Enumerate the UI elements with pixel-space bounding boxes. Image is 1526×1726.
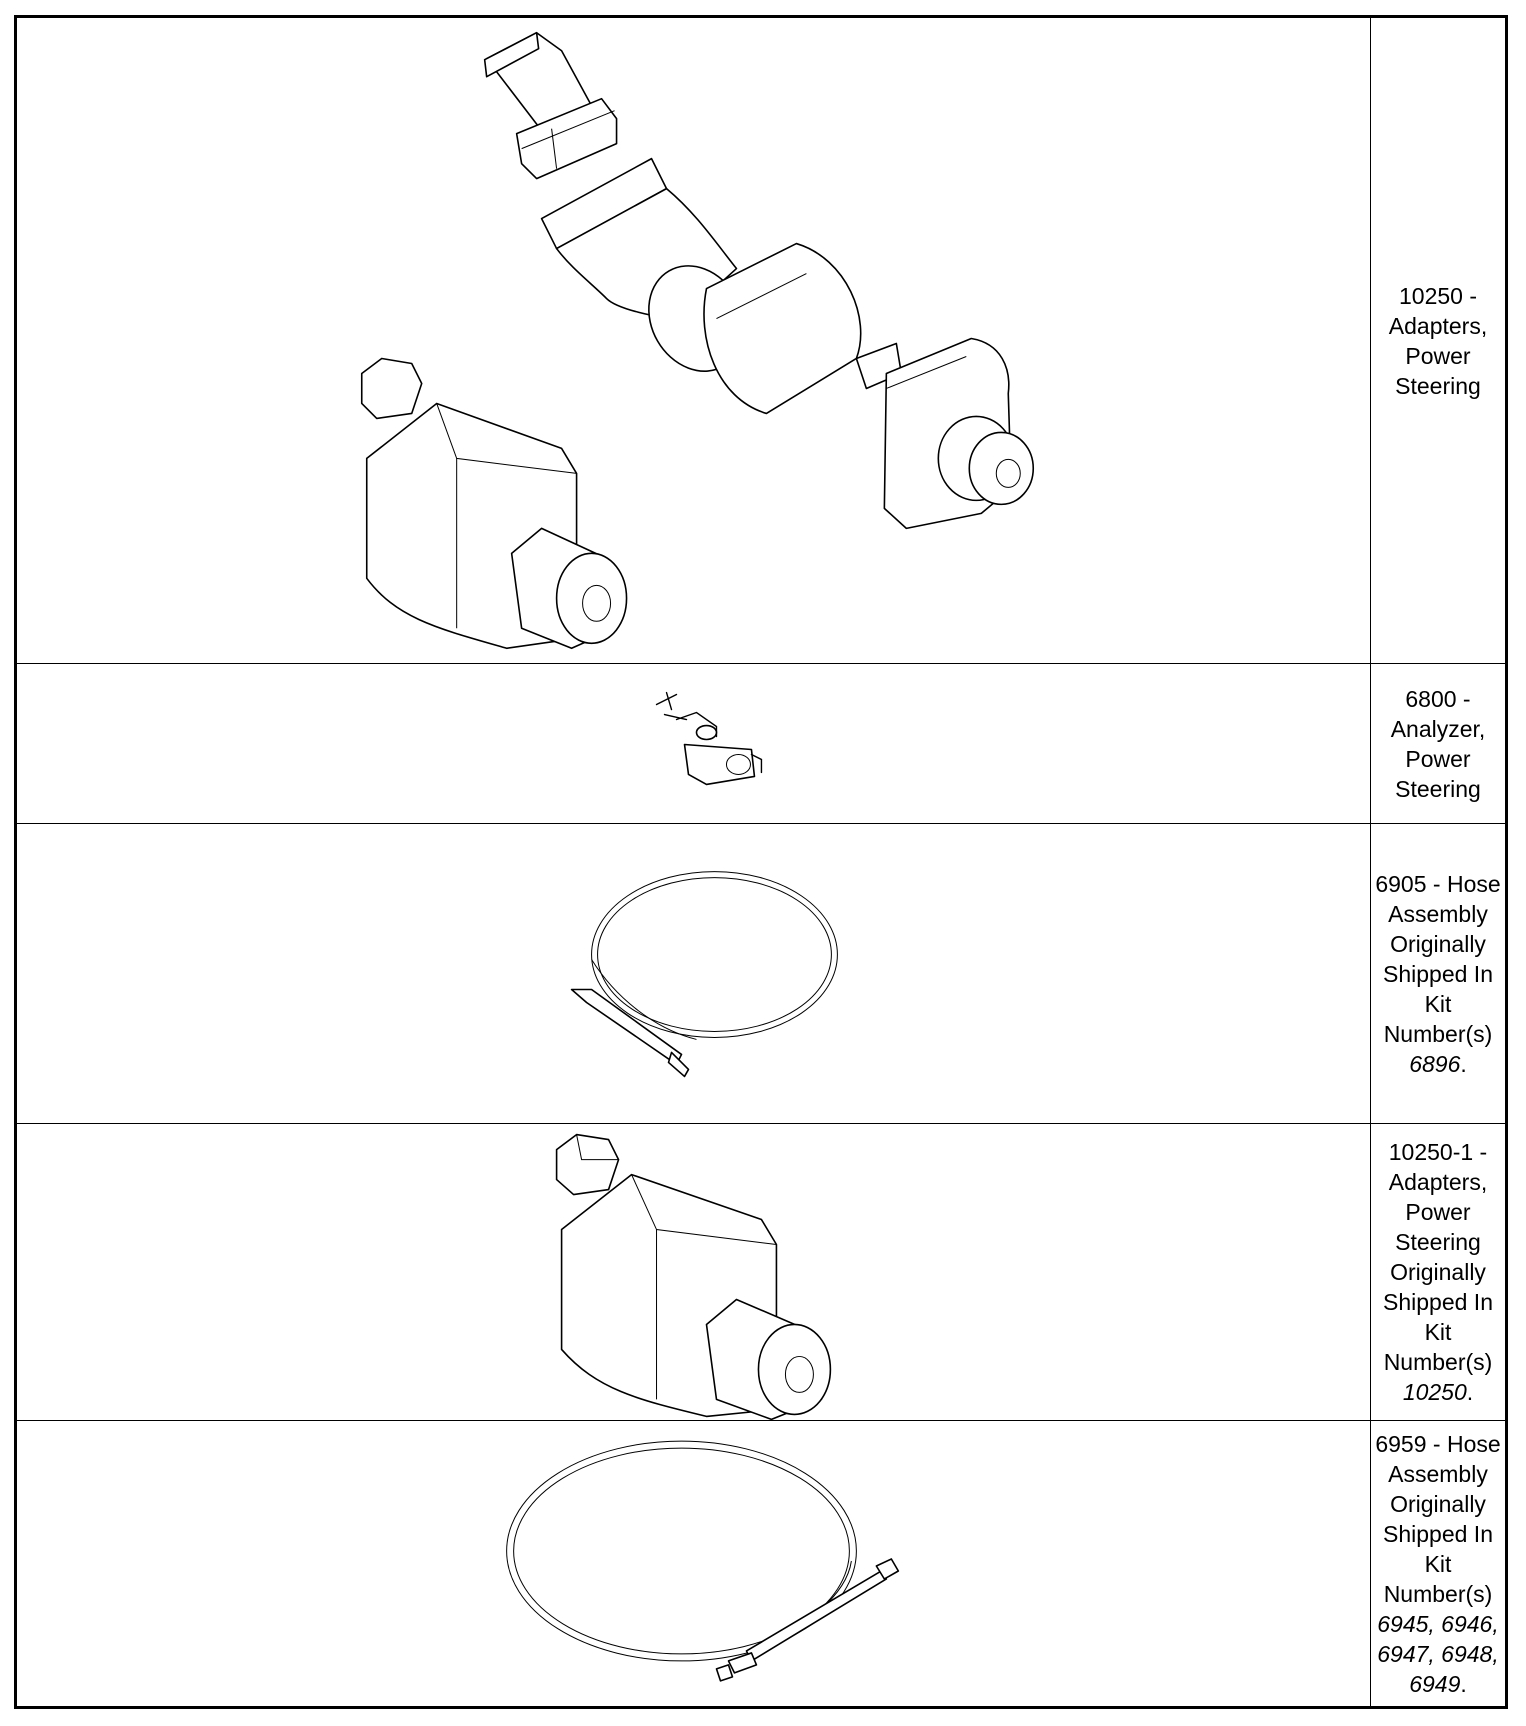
tool-name: Hose Assembly — [1388, 1430, 1501, 1487]
tool-label-cell: 10250 - Adapters, Power Steering — [1371, 18, 1505, 663]
tool-number: 6959 — [1375, 1430, 1427, 1457]
tool-name: Adapters, Power Steering — [1388, 312, 1488, 399]
tool-label-cell: 10250-1 - Adapters, Power Steering Origi… — [1371, 1124, 1505, 1420]
tool-image-cell — [17, 824, 1371, 1123]
label-separator: - — [1426, 870, 1447, 897]
tool-image-cell — [17, 1124, 1371, 1420]
tool-image-cell — [17, 1421, 1371, 1706]
tool-number: 10250 — [1398, 282, 1463, 309]
label-separator: - — [1456, 685, 1471, 712]
tool-name: Analyzer, Power Steering — [1390, 715, 1486, 802]
tool-label-cell: 6905 - Hose Assembly Originally Shipped … — [1371, 824, 1505, 1123]
kits-terminator: . — [1466, 1379, 1474, 1405]
tool-number: 6800 — [1405, 685, 1457, 712]
tool-label: 10250 - Adapters, Power Steering — [1375, 281, 1501, 401]
tool-number: 10250-1 — [1388, 1139, 1474, 1165]
kit-numbers: 6896 — [1409, 1050, 1461, 1077]
kits-terminator: . — [1460, 1050, 1467, 1077]
tool-image-cell — [17, 664, 1371, 823]
tool-image-cell — [17, 18, 1371, 663]
tool-row: 6905 - Hose Assembly Originally Shipped … — [17, 824, 1505, 1124]
shipped-text: Originally Shipped In Kit Number(s) — [1383, 930, 1493, 1047]
tool-label: 6905 - Hose Assembly Originally Shipped … — [1375, 869, 1501, 1079]
tool-label: 6800 - Analyzer, Power Steering — [1375, 684, 1501, 804]
power-steering-adapters-illustration — [360, 31, 1035, 650]
tool-row: 6959 - Hose Assembly Originally Shipped … — [17, 1421, 1505, 1706]
label-separator: - — [1426, 1430, 1447, 1457]
label-separator: - — [1462, 282, 1478, 309]
tool-label: 6959 - Hose Assembly Originally Shipped … — [1375, 1429, 1501, 1699]
tool-label: 10250-1 - Adapters, Power Steering Origi… — [1375, 1137, 1501, 1407]
label-separator: - — [1473, 1139, 1488, 1165]
tool-row: 10250 - Adapters, Power Steering — [17, 18, 1505, 664]
power-steering-adapter-illustration — [555, 1133, 832, 1420]
kits-terminator: . — [1460, 1670, 1467, 1697]
kit-numbers: 6945, 6946, 6947, 6948, 6949 — [1377, 1610, 1499, 1697]
tool-name: Hose Assembly — [1388, 870, 1501, 927]
tool-row: 10250-1 - Adapters, Power Steering Origi… — [17, 1124, 1505, 1421]
tool-table: 10250 - Adapters, Power Steering 6800 - … — [14, 15, 1508, 1709]
hose-assembly-illustration — [570, 871, 838, 1078]
tool-label-cell: 6959 - Hose Assembly Originally Shipped … — [1371, 1421, 1505, 1706]
power-steering-analyzer-illustration — [655, 691, 763, 786]
hose-assembly-illustration — [506, 1440, 900, 1682]
tool-row: 6800 - Analyzer, Power Steering — [17, 664, 1505, 824]
tool-number: 6905 — [1375, 870, 1427, 897]
tool-name: Adapters, Power Steering — [1388, 1169, 1488, 1255]
tool-label-cell: 6800 - Analyzer, Power Steering — [1371, 664, 1505, 823]
shipped-text: Originally Shipped In Kit Number(s) — [1383, 1490, 1493, 1607]
shipped-text: Originally Shipped In Kit Number(s) — [1383, 1259, 1493, 1375]
kit-numbers: 10250 — [1402, 1379, 1467, 1405]
